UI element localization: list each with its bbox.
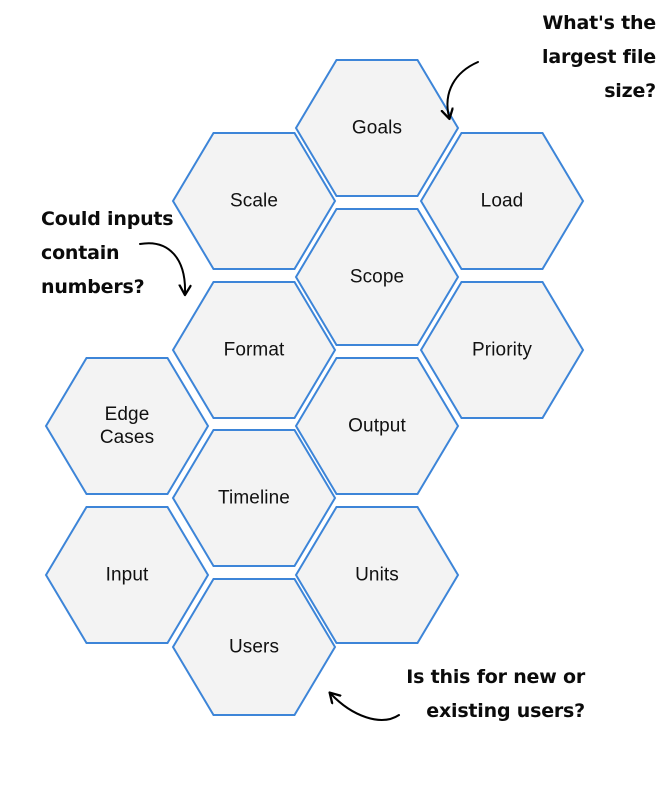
- arrow-to-format: [139, 242, 185, 293]
- hexagon-goals[interactable]: [294, 59, 460, 197]
- arrow-to-load: [447, 61, 479, 117]
- hexagon-input[interactable]: [44, 506, 210, 644]
- annotation-new-existing-users-question: Is this for new or existing users?: [406, 666, 585, 722]
- arrow-to-users: [331, 694, 400, 721]
- hexagon-units[interactable]: [294, 506, 460, 644]
- hexagon-scope[interactable]: [294, 208, 460, 346]
- hexagon-scale[interactable]: [171, 132, 337, 270]
- hexagon-timeline[interactable]: [171, 429, 337, 567]
- hexagon-users[interactable]: [171, 578, 337, 716]
- hexagon-edge-cases[interactable]: [44, 357, 210, 495]
- annotation-inputs-numbers-question: Could inputs contain numbers?: [41, 208, 174, 298]
- hexagon-format[interactable]: [171, 281, 337, 419]
- annotation-file-size-question: What's the largest file size?: [542, 12, 656, 102]
- annotation-arrow-group: [139, 61, 479, 721]
- hexagon-group: [44, 59, 585, 716]
- hexagon-output[interactable]: [294, 357, 460, 495]
- hexagon-priority[interactable]: [419, 281, 585, 419]
- hexagon-load[interactable]: [419, 132, 585, 270]
